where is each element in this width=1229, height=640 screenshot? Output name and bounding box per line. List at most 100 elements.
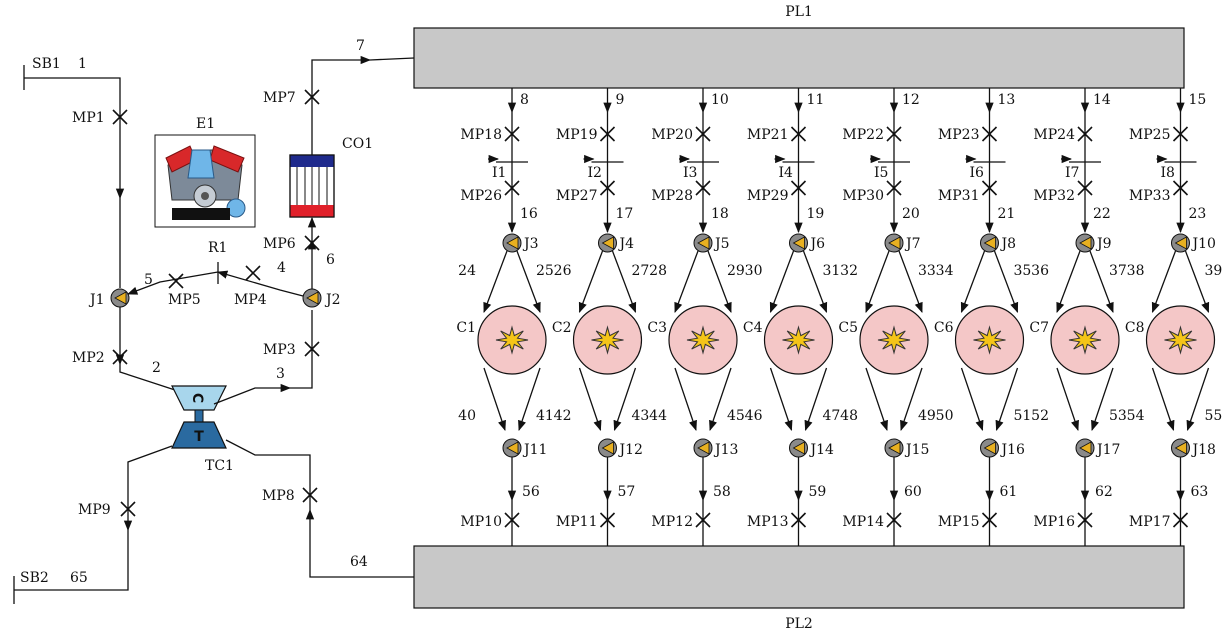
measure-point-mp28[interactable] (695, 180, 711, 196)
cylinder-c6[interactable] (954, 305, 1025, 375)
cylinder-c2[interactable] (572, 305, 643, 375)
junction-j10[interactable] (1171, 233, 1190, 253)
measure-point-mp9[interactable] (120, 501, 136, 517)
pipe-label-13: 13 (998, 92, 1016, 108)
junction-j3-marker (506, 236, 519, 250)
pipe-47 (804, 367, 828, 431)
junction-j6-marker (792, 236, 805, 250)
measure-point-mp31-stroke-b (981, 180, 998, 196)
measure-point-mp31[interactable] (981, 180, 998, 196)
junction-j8[interactable] (980, 233, 999, 253)
junction-j16[interactable] (980, 438, 999, 458)
junction-j13[interactable] (693, 438, 713, 458)
junction-j5[interactable] (693, 233, 713, 253)
c7-label: C7 (1029, 320, 1049, 336)
junction-j1[interactable] (110, 288, 130, 308)
cylinder-c4[interactable] (763, 305, 834, 375)
measure-point-mp32[interactable] (1077, 180, 1093, 196)
measure-point-mp17[interactable] (1172, 512, 1189, 528)
turbocharger-tc1[interactable]: C T (171, 385, 227, 449)
measure-point-mp12[interactable] (695, 512, 711, 528)
measure-point-mp21[interactable] (790, 126, 807, 142)
pipe-label-41: 41 (536, 408, 554, 424)
measure-point-mp3[interactable] (304, 341, 320, 357)
measure-point-mp15[interactable] (981, 512, 998, 528)
pipe-label-15: 15 (1189, 92, 1207, 108)
measure-point-mp16[interactable] (1077, 512, 1093, 528)
junction-j6[interactable] (789, 233, 808, 253)
pipe-36 (1056, 250, 1081, 313)
pipe-label-42: 42 (554, 408, 572, 424)
i2-label: I2 (588, 165, 602, 181)
junction-j9[interactable] (1075, 233, 1095, 253)
junction-j18[interactable] (1171, 438, 1190, 458)
tc1-label: TC1 (205, 458, 234, 474)
junction-j15[interactable] (884, 438, 904, 458)
pipe-label-11: 11 (807, 92, 825, 108)
pipe-label-58: 58 (713, 484, 731, 500)
measure-point-mp19[interactable] (599, 126, 616, 142)
pipe-label-57: 57 (618, 484, 636, 500)
junction-j4[interactable] (598, 233, 617, 253)
i3-label: I3 (683, 165, 697, 181)
measure-point-mp5[interactable] (168, 273, 184, 289)
exhaust-plenum-pl2[interactable] (413, 545, 1185, 609)
j2-label: J2 (324, 292, 341, 308)
measure-point-mp4[interactable] (245, 265, 261, 281)
cylinder-c8[interactable] (1145, 305, 1216, 375)
measure-point-mp30[interactable] (886, 180, 902, 196)
engine-oil-pan-icon (172, 208, 230, 220)
spark-icon (495, 325, 529, 355)
junction-j2[interactable] (302, 288, 322, 308)
pipe-label-21: 21 (998, 206, 1016, 222)
junction-j12[interactable] (598, 438, 617, 458)
junction-j11[interactable] (502, 438, 522, 458)
measure-point-mp11[interactable] (599, 512, 616, 528)
pipe-label-16: 16 (520, 206, 538, 222)
measure-point-mp6[interactable] (304, 235, 320, 251)
sb2-label: SB2 (20, 570, 49, 586)
measure-point-mp8[interactable] (302, 487, 318, 503)
measure-point-mp2[interactable] (112, 349, 128, 365)
junction-j17[interactable] (1075, 438, 1095, 458)
cylinder-c7[interactable] (1050, 305, 1120, 375)
measure-point-mp23[interactable] (981, 126, 998, 142)
intake-plenum-pl1[interactable] (413, 27, 1185, 89)
pipe-label-18: 18 (711, 206, 729, 222)
cylinder-c5[interactable] (859, 305, 929, 375)
pipe-label-14: 14 (1093, 92, 1111, 108)
measure-point-mp18[interactable] (504, 126, 520, 142)
pipe-42 (578, 367, 602, 431)
measure-point-mp25[interactable] (1172, 126, 1189, 142)
junction-j7[interactable] (884, 233, 904, 253)
measure-point-mp29[interactable] (790, 180, 807, 196)
measure-point-mp22[interactable] (886, 126, 902, 142)
measure-point-mp12-stroke-b (695, 512, 711, 528)
cylinder-c3[interactable] (668, 305, 738, 375)
j1-label: J1 (88, 292, 105, 308)
measure-point-mp26-stroke-b (504, 180, 520, 196)
measure-point-mp27[interactable] (599, 180, 616, 196)
measure-point-mp26[interactable] (504, 180, 520, 196)
spark-icon (1164, 325, 1197, 355)
mp3-label: MP3 (263, 342, 296, 358)
intercooler-co1[interactable] (289, 154, 335, 218)
engine-e1[interactable] (154, 134, 256, 228)
junction-j3[interactable] (502, 233, 522, 253)
pipe-65-arrow (123, 445, 173, 532)
measure-point-mp33[interactable] (1172, 180, 1189, 196)
pipe-3 (290, 310, 313, 389)
measure-point-mp13[interactable] (790, 512, 807, 528)
measure-point-mp24[interactable] (1077, 126, 1093, 142)
junction-j14[interactable] (789, 438, 808, 458)
mp16-label: MP16 (1033, 514, 1075, 530)
measure-point-mp10[interactable] (504, 512, 520, 528)
cylinder-c1[interactable] (477, 305, 547, 375)
j8-label: J8 (1000, 236, 1017, 252)
measure-point-mp17-stroke-b (1172, 512, 1189, 528)
measure-point-mp14[interactable] (886, 512, 902, 528)
measure-point-mp7[interactable] (304, 89, 320, 105)
measure-point-mp20[interactable] (695, 126, 711, 142)
pipe-38 (1151, 250, 1177, 313)
measure-point-mp1[interactable] (112, 109, 128, 125)
